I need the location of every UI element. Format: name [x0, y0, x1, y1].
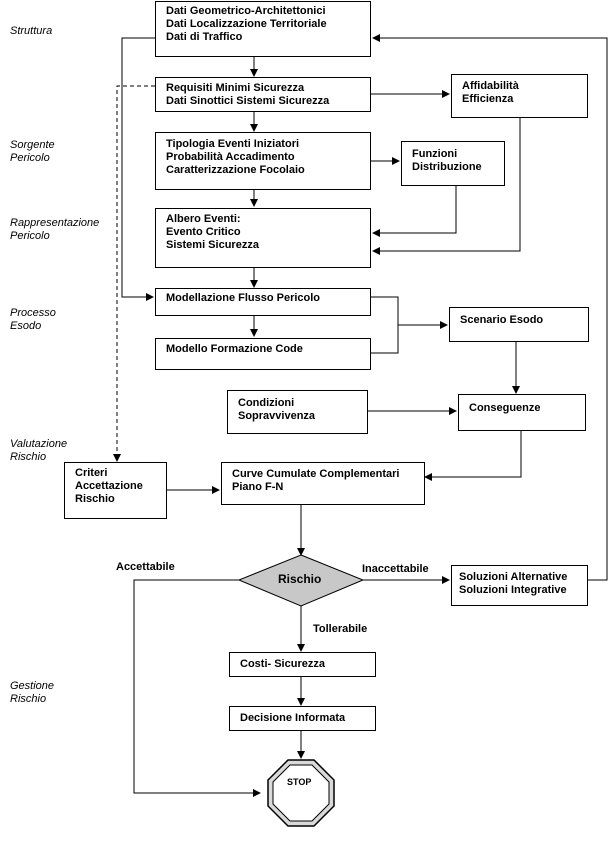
box-requisiti-line: Dati Sinottici Sistemi Sicurezza	[166, 95, 330, 107]
arrow-rischio-stop-accettabile	[133, 579, 261, 797]
phase-processo-line: Esodo	[10, 320, 42, 332]
box-criteri-line: Rischio	[75, 493, 115, 505]
box-dati: Dati Geometrico-Architettonici Dati Loca…	[155, 1, 371, 57]
box-condizioni-line: Sopravvivenza	[238, 410, 316, 422]
box-scenario: Scenario Esodo	[449, 307, 589, 342]
phase-valutazione-line: Valutazione	[10, 438, 68, 450]
box-conseguenze: Conseguenze	[458, 394, 586, 431]
stop-label: STOP	[287, 777, 312, 787]
rischio-label: Rischio	[278, 572, 322, 586]
phase-valutazione-line: Rischio	[10, 451, 47, 463]
bracket-modellazione-formazione	[371, 296, 399, 354]
box-requisiti-line: Requisiti Minimi Sicurezza	[166, 82, 305, 94]
box-criteri: Criteri Accettazione Rischio	[64, 462, 167, 519]
box-soluzioni-line: Soluzioni Alternative	[459, 571, 568, 583]
box-funzioni-line: Distribuzione	[412, 161, 482, 173]
box-scenario-line: Scenario Esodo	[460, 314, 544, 326]
box-tipologia-line: Tipologia Eventi Iniziatori	[166, 138, 300, 150]
arrow-soluzioni-dati	[372, 34, 608, 581]
box-requisiti: Requisiti Minimi Sicurezza Dati Sinottic…	[155, 77, 371, 112]
box-dati-line: Dati Localizzazione Territoriale	[166, 18, 327, 30]
box-decisione: Decisione Informata	[229, 706, 376, 731]
box-albero-line: Sistemi Sicurezza	[166, 239, 259, 251]
arrow-funzioni-albero	[372, 186, 457, 237]
box-albero: Albero Eventi: Evento Critico Sistemi Si…	[155, 208, 371, 268]
box-costi-line: Costi- Sicurezza	[240, 658, 325, 670]
box-decisione-line: Decisione Informata	[240, 712, 346, 724]
box-modellazione: Modellazione Flusso Pericolo	[155, 288, 371, 316]
phase-gestione: Gestione Rischio	[10, 680, 54, 706]
box-curve: Curve Cumulate Complementari Piano F-N	[221, 462, 425, 505]
stop-octagon-inner	[272, 764, 330, 822]
box-condizioni-line: Condizioni	[238, 397, 295, 409]
box-affidabilita-line: Affidabilità	[462, 80, 519, 92]
box-affidabilita: Affidabilità Efficienza	[451, 74, 588, 118]
box-conseguenze-line: Conseguenze	[469, 402, 541, 414]
box-modellazione-line: Modellazione Flusso Pericolo	[166, 292, 321, 304]
arrow-affidabilita-albero	[372, 118, 521, 255]
edge-inaccettabile: Inaccettabile	[362, 563, 429, 575]
box-tipologia-line: Probabilità Accadimento	[166, 151, 295, 163]
phase-gestione-line: Gestione	[10, 680, 55, 692]
phase-struttura: Struttura	[10, 25, 53, 37]
phase-sorgente-line: Pericolo	[10, 152, 50, 164]
phase-rappresentazione-line: Pericolo	[10, 230, 50, 242]
box-albero-line: Evento Critico	[166, 226, 241, 238]
box-tipologia-line: Caratterizzazione Focolaio	[166, 164, 305, 176]
box-condizioni: Condizioni Sopravvivenza	[227, 390, 368, 434]
box-formazione-line: Modello Formazione Code	[166, 343, 303, 355]
phase-rappresentazione: Rappresentazione Pericolo	[10, 217, 99, 243]
box-funzioni-line: Funzioni	[412, 148, 458, 160]
arrow-dati-modellazione	[121, 37, 155, 301]
edge-tollerabile: Tollerabile	[313, 623, 368, 635]
box-dati-line: Dati di Traffico	[166, 31, 243, 43]
box-soluzioni-line: Soluzioni Integrative	[459, 584, 567, 596]
box-albero-line: Albero Eventi:	[166, 213, 241, 225]
box-funzioni: Funzioni Distribuzione	[401, 141, 505, 186]
rischio-decision-diamond	[237, 554, 365, 607]
box-curve-line: Piano F-N	[232, 481, 284, 493]
edge-accettabile: Accettabile	[116, 561, 175, 573]
arrow-requisiti-criteri-dashed	[113, 85, 155, 462]
phase-gestione-line: Rischio	[10, 693, 47, 705]
phase-processo-line: Processo	[10, 307, 56, 319]
phase-sorgente-line: Sorgente	[10, 139, 55, 151]
box-formazione: Modello Formazione Code	[155, 338, 371, 370]
box-criteri-line: Criteri	[75, 467, 108, 479]
phase-rappresentazione-line: Rappresentazione	[10, 217, 100, 229]
box-curve-line: Curve Cumulate Complementari	[232, 468, 400, 480]
box-affidabilita-line: Efficienza	[462, 93, 514, 105]
box-criteri-line: Accettazione	[75, 480, 143, 492]
box-tipologia: Tipologia Eventi Iniziatori Probabilità …	[155, 132, 371, 190]
phase-valutazione: Valutazione Rischio	[10, 438, 67, 464]
box-soluzioni: Soluzioni Alternative Soluzioni Integrat…	[451, 565, 588, 606]
phase-sorgente: Sorgente Pericolo	[10, 139, 55, 165]
box-dati-line: Dati Geometrico-Architettonici	[166, 5, 326, 17]
box-costi: Costi- Sicurezza	[229, 652, 376, 677]
phase-processo: Processo Esodo	[10, 307, 56, 333]
arrow-conseguenze-curve	[424, 431, 522, 481]
